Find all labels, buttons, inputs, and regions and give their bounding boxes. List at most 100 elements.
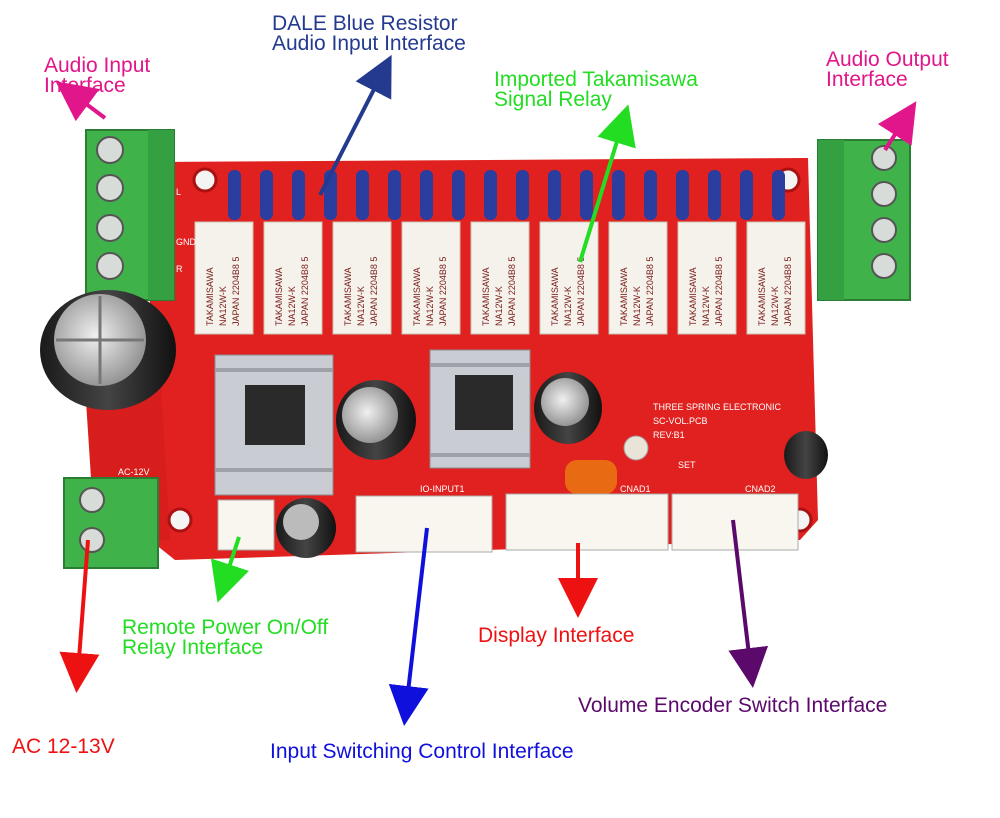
audio-input-label: Audio Input Interface: [44, 54, 151, 96]
dale-resistor: [580, 170, 593, 220]
mounting-hole: [167, 507, 193, 533]
input-switching-line-1: Input Switching Control Interface: [270, 740, 574, 763]
remote-power-line-1: Remote Power On/Off: [122, 616, 329, 639]
ac-power-line-1: AC 12-13V: [12, 735, 115, 758]
silk-encoder-header: CNAD2: [745, 484, 776, 494]
dale-resistor-line-2: Audio Input Interface: [272, 32, 466, 55]
ac-power-label: AC 12-13V: [12, 735, 115, 758]
filter-capacitor: [534, 372, 602, 444]
dale-resistor: [420, 170, 433, 220]
dale-resistor: [516, 170, 529, 220]
relay-model: NA12W-K: [356, 286, 366, 326]
ac-power-terminal: [63, 477, 159, 569]
dale-resistor: [452, 170, 465, 220]
relay-brand: TAKAMISAWA: [619, 267, 629, 326]
relay-brand: TAKAMISAWA: [343, 267, 353, 326]
dale-resistor: [708, 170, 721, 220]
dale-resistor: [292, 170, 305, 220]
heatsink-left: [214, 354, 334, 496]
relay-brand: TAKAMISAWA: [274, 267, 284, 326]
relay-model: NA12W-K: [563, 286, 573, 326]
relay-model: NA12W-K: [770, 286, 780, 326]
input-switching-arrow: [388, 527, 429, 726]
silk-revision: REV:B1: [653, 430, 685, 440]
relay-origin: JAPAN 2204B8 5: [714, 257, 724, 326]
silk-model: SC-VOL.PCB: [653, 416, 708, 426]
relay-origin: JAPAN 2204B8 5: [783, 257, 793, 326]
relay-model: NA12W-K: [701, 286, 711, 326]
remote-power-line-2: Relay Interface: [122, 636, 264, 659]
display-label: Display Interface: [478, 624, 635, 647]
relay-brand: TAKAMISAWA: [205, 267, 215, 326]
relay-origin: JAPAN 2204B8 5: [231, 257, 241, 326]
relay-label: Imported Takamisawa Signal Relay: [494, 68, 698, 111]
relay-origin: JAPAN 2204B8 5: [438, 257, 448, 326]
dale-resistor: [740, 170, 753, 220]
remote-power-arrow: [210, 536, 249, 603]
dale-resistor: [548, 170, 561, 220]
silk-ac: AC-12V: [118, 467, 150, 477]
silk-r: R: [176, 264, 183, 274]
small-capacitor: [276, 498, 336, 558]
silk-input-header: IO-INPUT1: [420, 484, 465, 494]
audio-input-arrow: [55, 81, 107, 122]
audio-output-terminal: [817, 139, 911, 301]
ac-power-arrow: [59, 539, 100, 693]
dale-resistor: [356, 170, 369, 220]
silk-brand: THREE SPRING ELECTRONIC: [653, 402, 782, 412]
dale-resistor: [228, 170, 241, 220]
dale-resistor: [260, 170, 273, 220]
dale-resistor: [644, 170, 657, 220]
relay-brand: TAKAMISAWA: [688, 267, 698, 326]
audio-output-arrow: [877, 101, 917, 152]
dale-resistor: [772, 170, 785, 220]
relay-model: NA12W-K: [494, 286, 504, 326]
remote-power-header: [217, 499, 275, 551]
relay-line-2: Signal Relay: [494, 88, 612, 111]
relay-brand: TAKAMISAWA: [550, 267, 560, 326]
relay-origin: JAPAN 2204B8 5: [645, 257, 655, 326]
volume-encoder-label: Volume Encoder Switch Interface: [578, 694, 888, 717]
dale-resistor: [484, 170, 497, 220]
relay-arrow: [578, 104, 636, 263]
silk-l: L: [176, 187, 181, 197]
relay-model: NA12W-K: [287, 286, 297, 326]
dale-resistor-label: DALE Blue Resistor Audio Input Interface: [272, 13, 466, 55]
remote-power-label: Remote Power On/Off Relay Interface: [122, 616, 329, 659]
large-capacitor: [40, 290, 176, 410]
display-line-1: Display Interface: [478, 624, 635, 647]
mounting-hole: [192, 167, 218, 193]
relay-model: NA12W-K: [632, 286, 642, 326]
relay-model: NA12W-K: [218, 286, 228, 326]
filter-capacitor: [336, 380, 416, 460]
display-header: [505, 493, 669, 551]
relay-origin: JAPAN 2204B8 5: [576, 257, 586, 326]
audio-output-label: Audio Output Interface: [826, 49, 949, 91]
relay-model: NA12W-K: [425, 286, 435, 326]
heatsink-right: [429, 349, 531, 469]
dale-resistor: [388, 170, 401, 220]
relay-origin: JAPAN 2204B8 5: [369, 257, 379, 326]
relay-brand: TAKAMISAWA: [481, 267, 491, 326]
relay-origin: JAPAN 2204B8 5: [507, 257, 517, 326]
silk-gnd: GND: [176, 237, 197, 247]
relay-line-1: Imported Takamisawa: [494, 68, 698, 91]
audio-output-line-2: Interface: [826, 68, 908, 91]
dale-resistor: [612, 170, 625, 220]
audio-input-terminal: [85, 129, 175, 301]
audio-input-line-1: Audio Input: [44, 54, 151, 77]
volume-encoder-line-1: Volume Encoder Switch Interface: [578, 694, 888, 717]
dale-resistor-row: [228, 170, 785, 220]
relay-brand: TAKAMISAWA: [412, 267, 422, 326]
dale-resistor-arrow: [318, 54, 392, 196]
